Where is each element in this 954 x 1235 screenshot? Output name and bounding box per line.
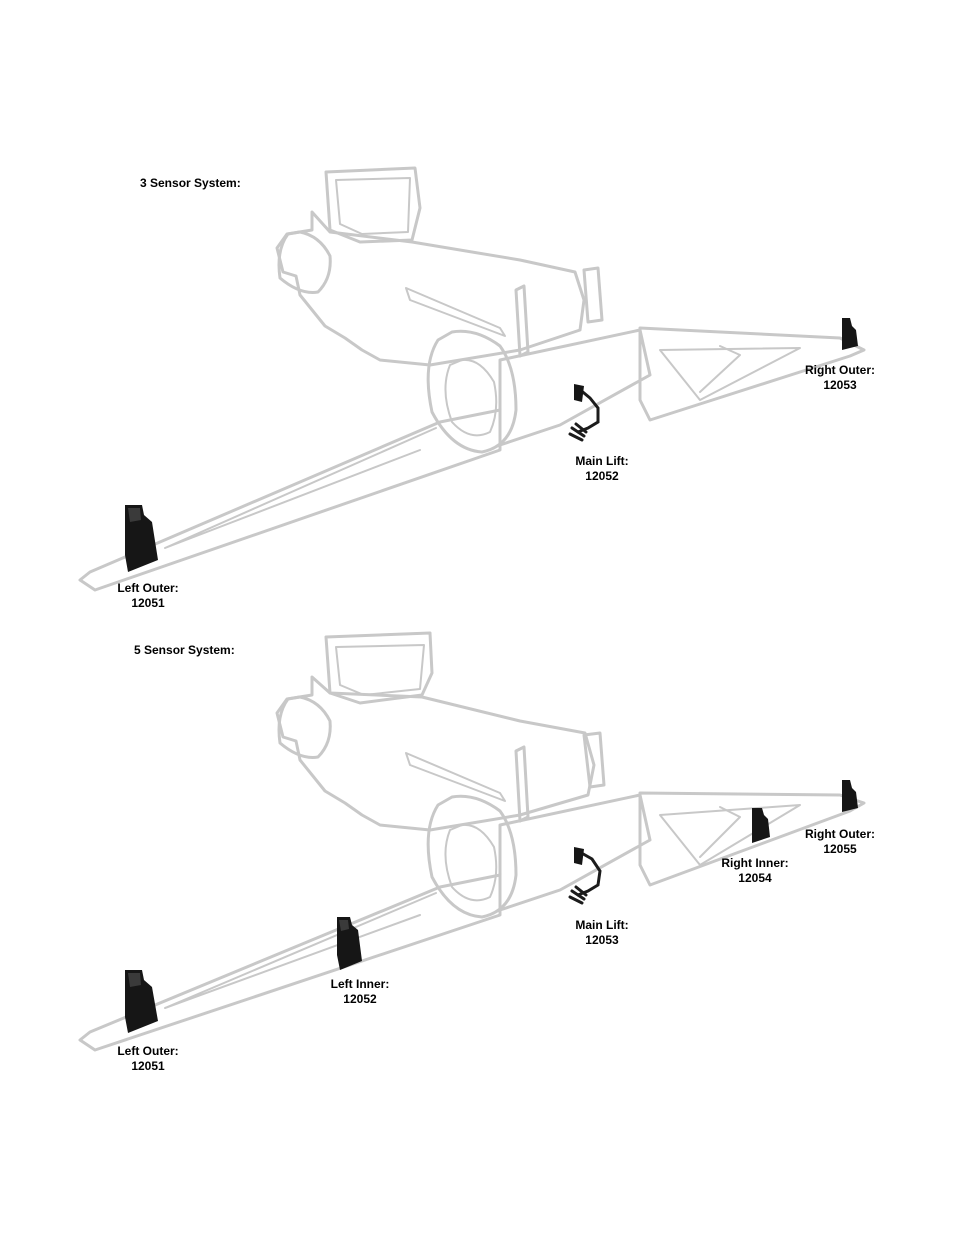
sensor-name: Right Inner:	[721, 856, 788, 871]
sensor-part-number: 12051	[117, 596, 178, 611]
sensor-part-number: 12052	[331, 992, 390, 1007]
left-boom-truss-outline	[165, 428, 436, 548]
sensor-part-number: 12053	[805, 378, 875, 393]
front-tire-outline	[279, 232, 330, 292]
main-lift-callout: Main Lift: 12052	[575, 454, 628, 484]
sprayer-outline	[80, 633, 864, 1050]
sensor-part-number: 12054	[721, 871, 788, 886]
sensor-part-number: 12051	[117, 1059, 178, 1074]
hood-rail-outline	[406, 288, 505, 336]
cab-window-outline	[336, 178, 410, 234]
sensor-name: Left Outer:	[117, 581, 178, 596]
sensor-part-number: 12055	[805, 842, 875, 857]
hood-rail-outline	[406, 753, 505, 801]
left-outer-callout: Left Outer: 12051	[117, 581, 178, 611]
right-outer-sensor-icon	[842, 318, 858, 350]
sprayer-outline	[80, 168, 864, 590]
right-boom-brace-outline	[700, 807, 740, 857]
sensor-name: Right Outer:	[805, 363, 875, 378]
cab-window-outline	[336, 645, 424, 695]
rear-hub-outline	[445, 825, 496, 900]
three-sensor-diagram: 3 Sensor System:	[0, 160, 954, 630]
left-upright-outline	[516, 286, 528, 356]
left-outer-callout: Left Outer: 12051	[117, 1044, 178, 1074]
left-inner-callout: Left Inner: 12052	[331, 977, 390, 1007]
right-boom-brace-outline	[700, 346, 740, 392]
right-outer-callout: Right Outer: 12053	[805, 363, 875, 393]
sensor-name: Right Outer:	[805, 827, 875, 842]
sprayer-illustration	[0, 160, 954, 630]
left-outer-sensor-icon	[125, 505, 158, 572]
right-upright-outline	[584, 268, 602, 322]
sprayer-illustration	[0, 625, 954, 1095]
left-outer-sensor-icon	[125, 970, 158, 1033]
sensor-part-number: 12052	[575, 469, 628, 484]
sensor-name: Main Lift:	[575, 918, 628, 933]
left-upright-outline	[516, 747, 528, 821]
sensor-name: Main Lift:	[575, 454, 628, 469]
sensor-part-number: 12053	[575, 933, 628, 948]
right-inner-sensor-icon	[752, 808, 770, 843]
right-boom-truss-outline	[660, 348, 800, 400]
rear-hub-outline	[445, 360, 496, 435]
sensor-name: Left Outer:	[117, 1044, 178, 1059]
sensor-name: Left Inner:	[331, 977, 390, 992]
right-outer-callout: Right Outer: 12055	[805, 827, 875, 857]
main-lift-callout: Main Lift: 12053	[575, 918, 628, 948]
right-outer-sensor-icon	[842, 780, 858, 812]
right-inner-callout: Right Inner: 12054	[721, 856, 788, 886]
front-tire-outline	[279, 697, 330, 757]
five-sensor-diagram: 5 Sensor System:	[0, 625, 954, 1095]
